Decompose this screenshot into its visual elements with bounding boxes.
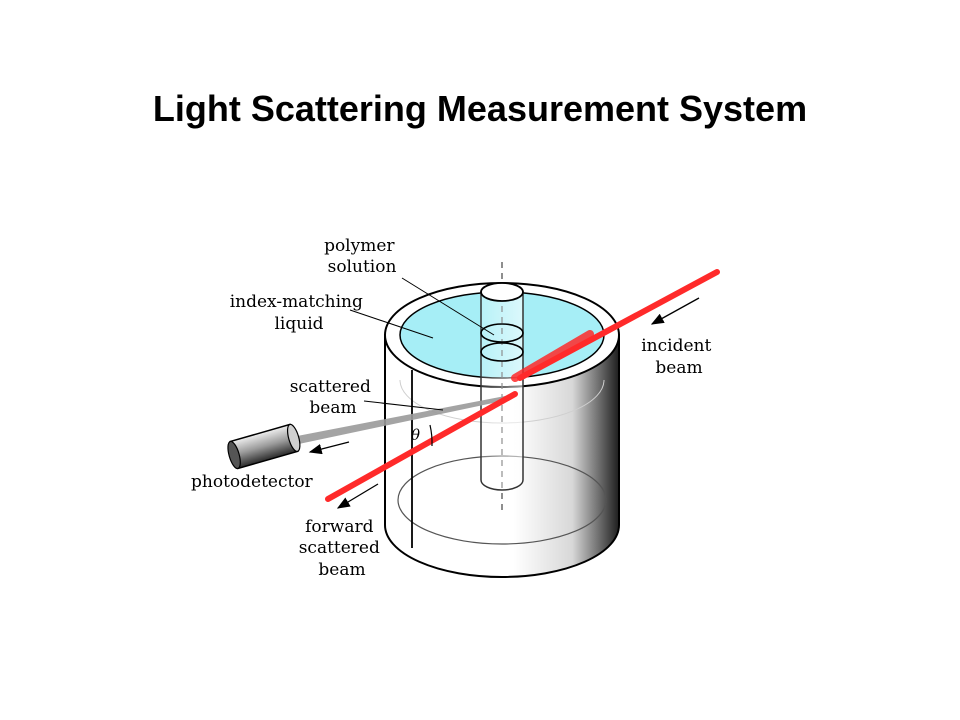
arrow-icon: [336, 483, 379, 509]
page-title: Light Scattering Measurement System: [152, 88, 808, 129]
arrow-icon: [650, 297, 700, 325]
leader-polymer: [401, 277, 495, 336]
label-incident-beam: incident beam: [641, 336, 716, 378]
angle-arc: [429, 424, 433, 447]
scattered-beam-ray: [292, 395, 512, 445]
label-scattered-beam: scattered beam: [290, 377, 377, 418]
label-forward-scattered-beam: forward scattered beam: [299, 517, 386, 580]
leader-liquid: [349, 309, 434, 339]
leader-scattered: [363, 400, 444, 411]
polymer-solution-tube: [480, 282, 524, 491]
theta-label: θ: [411, 426, 420, 444]
photodetector-cylinder-icon: [227, 423, 301, 470]
arrow-icon: [308, 441, 350, 455]
laser-beam-inside: [511, 330, 594, 382]
label-photodetector: photodetector: [191, 472, 314, 492]
laser-beam-near: [325, 391, 518, 502]
label-index-matching-liquid: index-matching liquid: [230, 292, 369, 334]
label-polymer-solution: polymer solution: [324, 236, 400, 277]
